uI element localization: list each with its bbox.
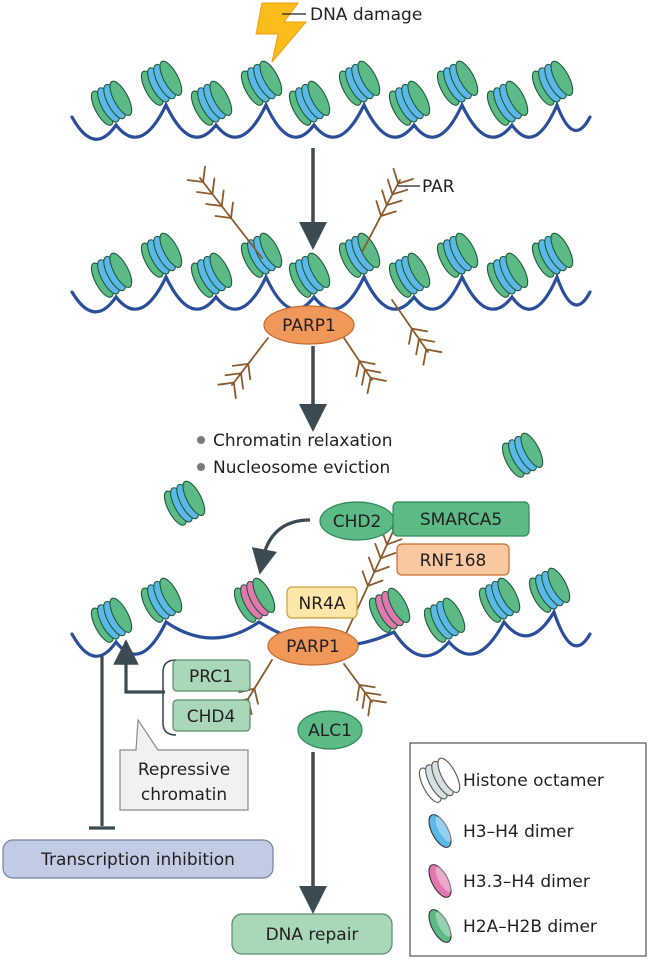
nucleosome (338, 60, 381, 106)
nucleosome (240, 60, 283, 106)
nr4a-protein: NR4A (286, 586, 358, 619)
par-chain (186, 165, 263, 259)
chd4-label: CHD4 (187, 707, 236, 727)
nucleosome (486, 80, 529, 126)
par-label: PAR (422, 177, 455, 197)
nucleosome (528, 567, 571, 613)
nucleosome (388, 252, 431, 298)
parp1-label-top: PARP1 (282, 316, 336, 336)
nucleosome (90, 252, 133, 298)
nucleosome (436, 60, 479, 106)
smarca5-label: SMARCA5 (420, 510, 502, 530)
nucleosome (501, 432, 544, 478)
nucleosome (90, 80, 133, 126)
nucleosome (90, 597, 133, 643)
bullet-dot (197, 436, 205, 444)
nucleosome (423, 597, 466, 643)
nucleosome (531, 232, 574, 278)
nucleosome (418, 757, 461, 803)
h2a-h2b-dimer-icon (428, 909, 452, 943)
legend: Histone octamer H3–H4 dimer H3.3–H4 dime… (409, 742, 647, 957)
chromatin-relaxation-label: Chromatin relaxation (213, 431, 392, 451)
rnf168-protein: RNF168 (396, 543, 510, 576)
chromatin-fiber-1 (70, 60, 592, 141)
parp1-protein-top: PARP1 (263, 305, 355, 345)
evicted-histones (163, 432, 544, 526)
rnf168-label: RNF168 (420, 551, 487, 571)
par-chain (361, 167, 414, 253)
chromatin-fiber-2 (70, 232, 592, 314)
legend-h33-h4: H3.3–H4 dimer (463, 872, 590, 892)
chd2-arrow (251, 518, 311, 575)
chd2-protein: CHD2 (319, 501, 395, 541)
nucleosome (338, 232, 381, 278)
nucleosome (163, 480, 206, 526)
nucleosome (478, 577, 521, 623)
nucleosome (486, 252, 529, 298)
par-chain (343, 663, 387, 717)
repressive-label-2: chromatin (141, 785, 227, 805)
legend-h3-h4: H3–H4 dimer (463, 822, 574, 842)
h3-h4-dimer-icon (428, 814, 452, 848)
bullet-dot (197, 463, 205, 471)
par-chain (343, 337, 387, 395)
histone-octamer-icon (418, 757, 461, 803)
nucleosome (140, 60, 183, 106)
chromatin-fiber-3 (70, 567, 592, 658)
h33-h4-dimer-icon (428, 864, 452, 898)
lightning-bolt-icon (255, 2, 308, 63)
nucleosome (436, 232, 479, 278)
prc1-label: PRC1 (189, 667, 233, 687)
prc1-protein: PRC1 (172, 659, 251, 692)
nucleosome (288, 80, 331, 126)
alc1-protein: ALC1 (297, 710, 363, 750)
nucleosome (240, 232, 283, 278)
legend-histone-octamer: Histone octamer (463, 771, 604, 791)
complex-bracket (162, 659, 177, 736)
dna-repair-box: DNA repair (231, 913, 393, 955)
parp1-label-bottom: PARP1 (286, 637, 340, 657)
transcription-inhibition-label: Transcription inhibition (40, 850, 235, 870)
transcription-inhibition-box: Transcription inhibition (2, 839, 274, 879)
par-chain (217, 337, 269, 399)
smarca5-protein: SMARCA5 (392, 501, 530, 537)
dna-damage-label: DNA damage (310, 5, 422, 25)
repressive-arrow (113, 639, 165, 694)
nucleosome (190, 252, 233, 298)
legend-h2a-h2b: H2A–H2B dimer (463, 917, 597, 937)
parp1-protein-bottom: PARP1 (267, 626, 359, 666)
nr4a-label: NR4A (299, 594, 346, 614)
nucleosome-eviction-label: Nucleosome eviction (213, 458, 390, 478)
alc1-label: ALC1 (308, 721, 352, 741)
nucleosome (368, 587, 411, 633)
chd2-label: CHD2 (333, 512, 382, 532)
repressive-label-1: Repressive (138, 760, 230, 780)
nucleosome (140, 577, 183, 623)
repressive-chromatin-callout: Repressive chromatin (119, 718, 249, 811)
nucleosome (233, 577, 276, 623)
nucleosome (190, 80, 233, 126)
nucleosome (388, 80, 431, 126)
dna-repair-label: DNA repair (266, 925, 359, 945)
chd4-protein: CHD4 (172, 699, 251, 732)
nucleosome (140, 232, 183, 278)
nucleosome (531, 60, 574, 106)
nucleosome (288, 252, 331, 298)
dna-strand (70, 100, 592, 141)
par-chains-2 (186, 165, 443, 399)
par-chain (391, 299, 443, 366)
dna-strand (70, 272, 592, 314)
